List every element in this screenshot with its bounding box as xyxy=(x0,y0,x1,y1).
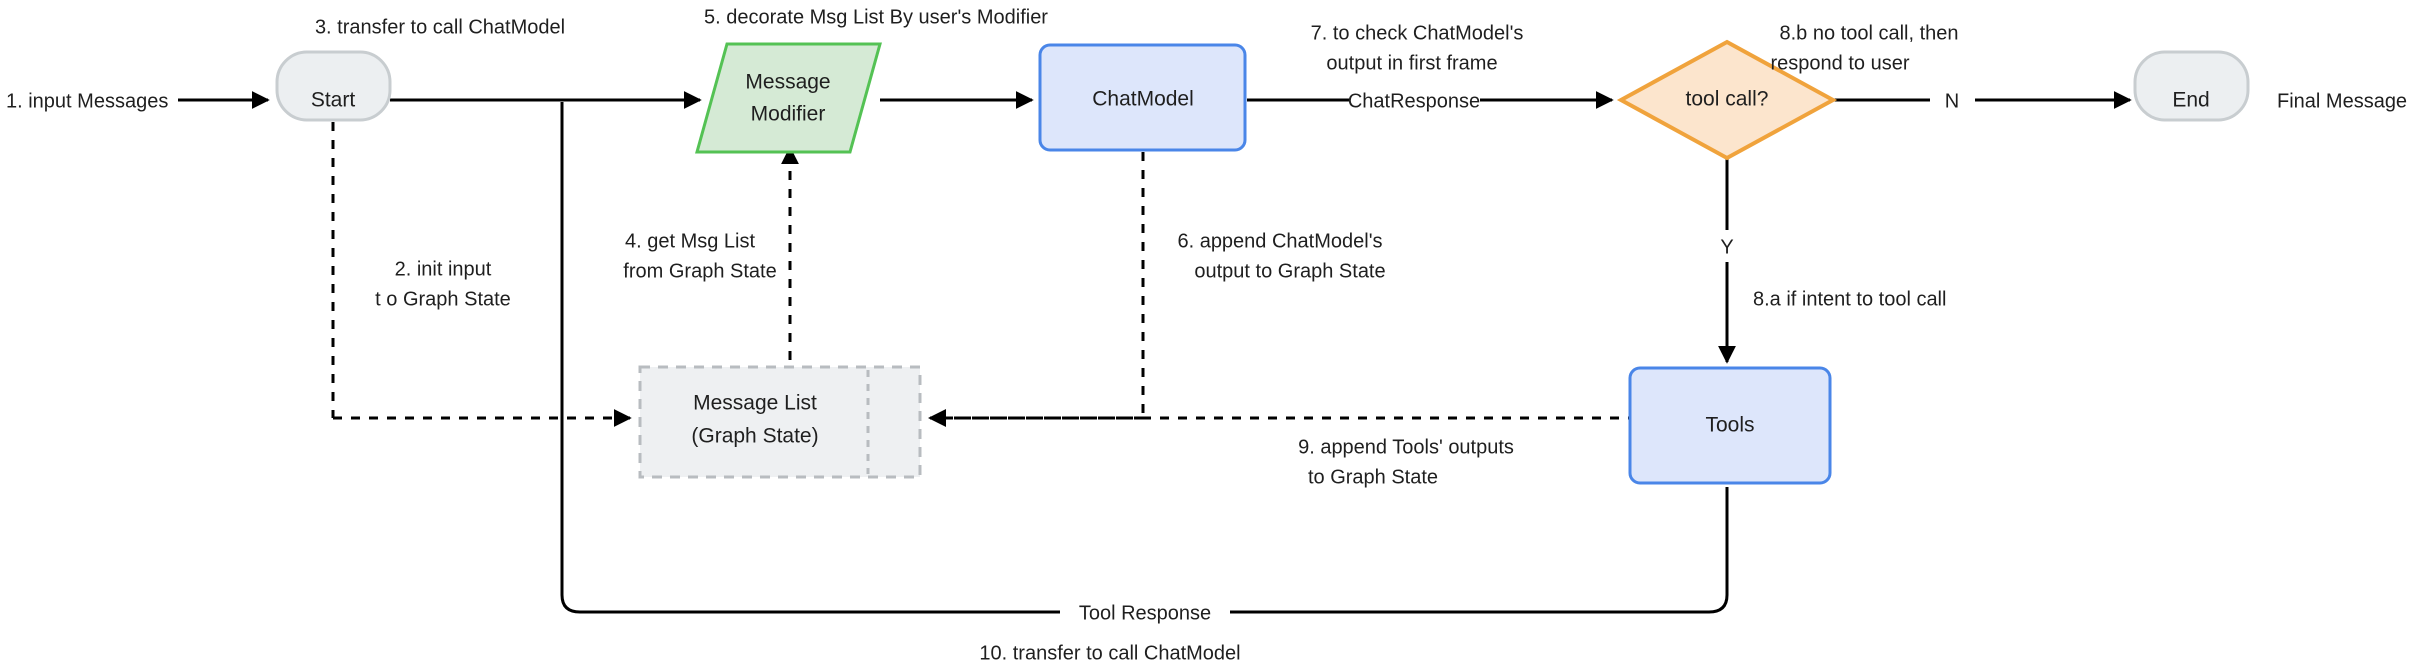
message-list-label-line2: (Graph State) xyxy=(691,425,818,448)
label-append-tools-line1: 9. append Tools' outputs xyxy=(1298,436,1514,458)
label-decorate-msg-list: 5. decorate Msg List By user's Modifier xyxy=(704,6,1048,28)
label-if-intent-tool-call: 8.a if intent to tool call xyxy=(1753,288,1946,310)
message-modifier-label-line2: Modifier xyxy=(751,103,826,126)
end-label: End xyxy=(2172,89,2209,112)
label-branch-no: N xyxy=(1945,90,1959,112)
label-input-messages: 1. input Messages xyxy=(6,90,168,112)
tool-call-label: tool call? xyxy=(1686,88,1769,111)
message-list-shape xyxy=(638,365,922,479)
tools-shape xyxy=(1628,366,1832,485)
label-check-output-line2: output in first frame xyxy=(1326,52,1497,74)
label-check-output-line1: 7. to check ChatModel's xyxy=(1311,22,1524,44)
chat-model-label: ChatModel xyxy=(1092,88,1194,111)
label-no-tool-call-line2: respond to user xyxy=(1771,52,1910,74)
node-tools[interactable]: Tools xyxy=(1628,366,1832,485)
label-get-msg-list-line2: from Graph State xyxy=(623,260,776,282)
tool-call-shape xyxy=(1616,39,1838,161)
node-chat-model[interactable]: ChatModel xyxy=(1038,43,1247,152)
label-append-chatmodel-line2: output to Graph State xyxy=(1194,260,1385,282)
label-chat-response: ChatResponse xyxy=(1348,90,1480,112)
label-transfer-back: 10. transfer to call ChatModel xyxy=(979,642,1240,664)
label-tool-response: Tool Response xyxy=(1079,602,1211,624)
node-end[interactable]: End xyxy=(2133,50,2250,122)
start-shape xyxy=(275,50,392,122)
edge-tools-bottom-right xyxy=(1230,487,1729,614)
node-start[interactable]: Start xyxy=(275,50,392,122)
tools-label: Tools xyxy=(1705,414,1754,437)
label-init-input-line1: 2. init input xyxy=(395,258,492,280)
node-message-modifier[interactable]: Message Modifier xyxy=(695,42,882,154)
start-label: Start xyxy=(311,89,356,112)
label-no-tool-call-line1: 8.b no tool call, then xyxy=(1779,22,1958,44)
chat-model-shape xyxy=(1038,43,1247,152)
node-message-list[interactable]: Message List (Graph State) xyxy=(638,365,922,479)
message-modifier-label-line1: Message xyxy=(745,71,830,94)
message-modifier-shape xyxy=(695,42,882,154)
label-append-tools-line2: to Graph State xyxy=(1308,466,1438,488)
end-shape xyxy=(2133,50,2250,122)
message-list-label-line1: Message List xyxy=(693,392,817,415)
label-append-chatmodel-line1: 6. append ChatModel's xyxy=(1177,230,1382,252)
edge-trunk-down-left xyxy=(560,102,700,614)
node-tool-call-decision[interactable]: tool call? xyxy=(1616,39,1838,161)
label-get-msg-list-line1: 4. get Msg List xyxy=(625,230,756,252)
label-init-input-line2: t o Graph State xyxy=(375,288,511,310)
label-branch-yes: Y xyxy=(1720,236,1733,258)
label-final-message: Final Message xyxy=(2277,90,2407,112)
label-transfer-to-chatmodel: 3. transfer to call ChatModel xyxy=(315,16,565,38)
